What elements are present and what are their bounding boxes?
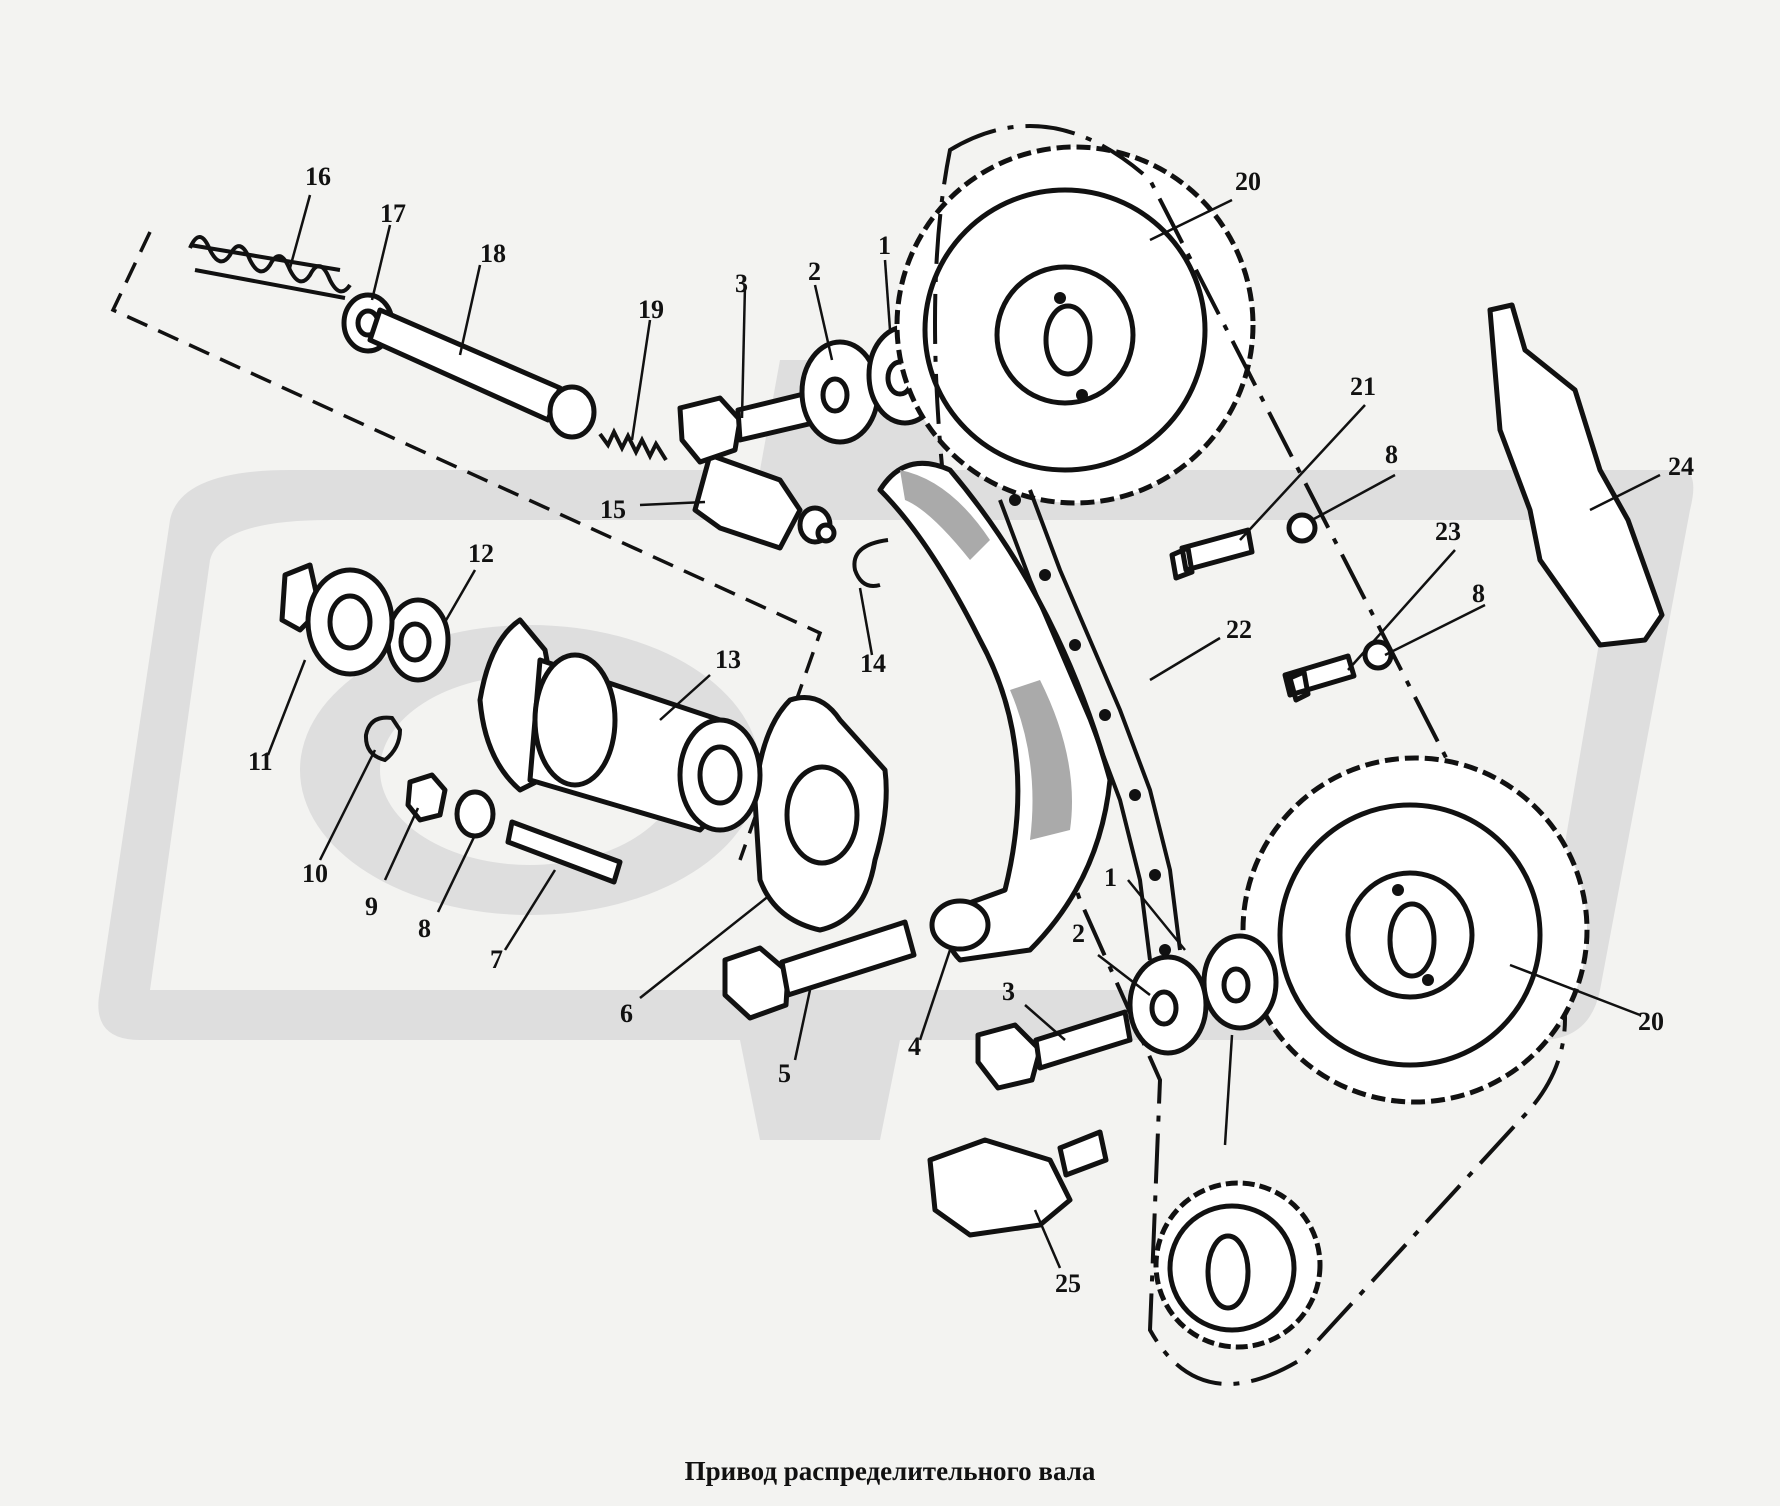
plunger-part-15 <box>692 452 837 551</box>
label-19: 19 <box>638 295 664 324</box>
label-18: 18 <box>480 239 506 268</box>
label-21: 21 <box>1350 372 1376 401</box>
rod-part-18 <box>367 307 597 440</box>
nut-part-8-upper <box>1286 512 1318 544</box>
label-8-upper: 8 <box>1385 440 1398 469</box>
sprocket-part-20-top <box>894 144 1256 506</box>
chain-guide-part-4 <box>877 460 1113 963</box>
label-13: 13 <box>715 645 741 674</box>
bolt-part-5 <box>722 919 917 1021</box>
label-7: 7 <box>490 945 503 974</box>
label-24: 24 <box>1668 452 1694 481</box>
label-20-bottom: 20 <box>1638 1007 1664 1036</box>
label-17: 17 <box>380 199 406 228</box>
washer-part-2-bottom <box>1127 954 1209 1056</box>
label-14: 14 <box>860 649 886 678</box>
label-5: 5 <box>778 1059 791 1088</box>
label-6: 6 <box>620 999 633 1028</box>
label-3-top: 3 <box>735 269 748 298</box>
bolt-part-23 <box>1282 653 1357 703</box>
washer-part-1-bottom <box>1201 933 1279 1031</box>
bracket-part-24 <box>1487 302 1665 648</box>
chain-part-22 <box>998 489 1182 961</box>
label-4: 4 <box>908 1032 921 1061</box>
washer-part-8-left <box>454 789 496 839</box>
crank-sprocket <box>1153 1180 1323 1350</box>
timing-chain-outline <box>933 124 1567 1386</box>
label-12: 12 <box>468 539 494 568</box>
small-spring-part-19 <box>598 427 668 462</box>
cap-nut-part-11 <box>279 562 395 677</box>
label-3-bottom: 3 <box>1002 977 1015 1006</box>
diagram-caption: Привод распределительного вала <box>684 1456 1096 1486</box>
leader-lines <box>266 194 1661 1269</box>
label-8-left: 8 <box>418 914 431 943</box>
stud-part-7 <box>505 819 623 885</box>
label-8-right: 8 <box>1472 579 1485 608</box>
sprocket-part-20-bottom <box>1240 755 1590 1105</box>
ring-part-10 <box>363 715 403 763</box>
label-22: 22 <box>1226 615 1252 644</box>
spring-part-16 <box>188 235 352 300</box>
part-labels: 16 17 18 19 15 14 3 2 1 20 21 8 24 23 8 … <box>248 162 1694 1298</box>
label-15: 15 <box>600 495 626 524</box>
sensor-part-25 <box>927 1129 1109 1238</box>
label-16: 16 <box>305 162 331 191</box>
label-1-top: 1 <box>878 231 891 260</box>
label-1-bottom: 1 <box>1104 863 1117 892</box>
nut-part-12 <box>385 597 451 683</box>
nut-part-9 <box>405 772 448 823</box>
label-20-top: 20 <box>1235 167 1261 196</box>
label-10: 10 <box>302 859 328 888</box>
label-2-top: 2 <box>808 257 821 286</box>
label-23: 23 <box>1435 517 1461 546</box>
nut-part-8-right <box>1362 639 1394 671</box>
washer-part-2-top <box>799 339 881 445</box>
housing-part-13 <box>477 617 763 833</box>
snap-ring-part-14 <box>852 538 889 588</box>
assembly-dashed-line <box>110 231 823 861</box>
label-25: 25 <box>1055 1269 1081 1298</box>
label-9: 9 <box>365 892 378 921</box>
label-2-bottom: 2 <box>1072 919 1085 948</box>
bolt-part-3-bottom <box>975 1009 1133 1091</box>
bolt-part-21 <box>1169 527 1255 581</box>
label-11: 11 <box>248 747 273 776</box>
